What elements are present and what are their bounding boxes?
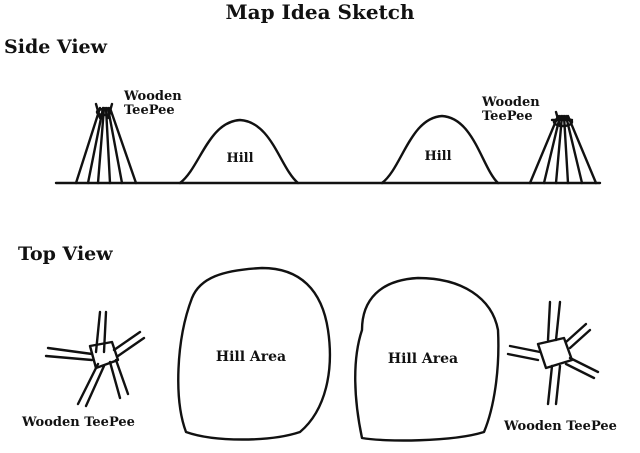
side-teepee-left-label: Wooden TeePee [124, 90, 182, 117]
top-teepee-left-icon [44, 310, 146, 408]
side-teepee-left-label-line2: TeePee [124, 102, 175, 118]
side-teepee-right-label-line2: TeePee [482, 108, 533, 124]
side-hill-left-label: Hill [226, 151, 254, 166]
side-hill-right-label: Hill [424, 149, 452, 164]
side-teepee-right-label-line1: Wooden [482, 95, 540, 110]
side-hill-left [178, 118, 300, 185]
top-teepee-left-label: Wooden TeePee [22, 415, 135, 430]
side-teepee-right-label: Wooden TeePee [482, 96, 540, 123]
top-hill-area-left [177, 266, 332, 441]
top-teepee-right-icon [506, 300, 600, 406]
top-view-heading: Top View [18, 243, 113, 265]
side-view-heading: Side View [4, 36, 107, 58]
page-title: Map Idea Sketch [225, 0, 415, 24]
side-hill-right [380, 114, 500, 185]
side-teepee-right-icon [528, 110, 598, 185]
top-hill-area-right-label: Hill Area [387, 351, 459, 367]
top-teepee-right-label: Wooden TeePee [504, 419, 617, 434]
top-hill-area-left-label: Hill Area [215, 349, 287, 365]
side-teepee-left-label-line1: Wooden [124, 89, 182, 104]
side-teepee-left-icon [74, 102, 138, 185]
top-hill-area-right [354, 276, 500, 442]
